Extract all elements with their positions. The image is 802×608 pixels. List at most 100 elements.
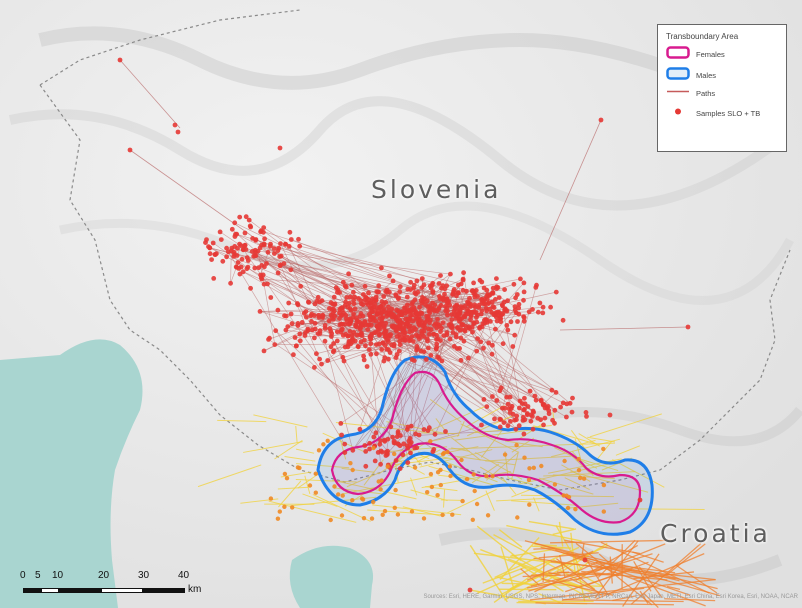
yellow-path	[295, 425, 298, 443]
orange-path	[564, 539, 641, 555]
sample-point	[322, 323, 328, 328]
sample-point	[522, 395, 527, 401]
sample-point	[400, 325, 406, 330]
sample-point	[368, 336, 374, 342]
orange-path	[633, 571, 695, 580]
orange-path	[565, 569, 633, 593]
legend-label-paths: Paths	[696, 88, 716, 98]
sample-point	[348, 461, 353, 466]
sample-point	[411, 282, 417, 288]
sample-point	[404, 294, 410, 300]
sample-point	[582, 557, 588, 563]
sample-point	[566, 494, 572, 500]
movement-path	[270, 245, 488, 295]
legend-label-samples: Samples SLO + TB	[696, 108, 761, 118]
sample-point	[232, 251, 237, 257]
sample-point	[468, 317, 473, 323]
sample-point	[500, 311, 506, 316]
sample-point	[325, 438, 330, 443]
sample-point	[283, 327, 289, 333]
sample-point	[408, 423, 414, 429]
sample-point	[332, 302, 337, 307]
sample-point	[377, 441, 383, 447]
sample-point	[459, 457, 464, 463]
scale-tick-20: 20	[98, 570, 110, 581]
yellow-path	[280, 471, 312, 478]
sample-point	[398, 319, 404, 325]
sample-point	[385, 336, 391, 342]
sample-point	[438, 482, 443, 488]
sample-point	[349, 282, 355, 288]
sample-point	[521, 297, 526, 303]
sample-point	[457, 327, 463, 333]
sample-point	[397, 289, 403, 295]
sample-point	[327, 326, 333, 331]
sample-point	[484, 317, 490, 323]
sample-point	[505, 298, 510, 304]
sample-point	[367, 440, 372, 446]
sample-point	[338, 421, 344, 426]
sample-point	[376, 283, 382, 289]
movement-path	[472, 290, 520, 315]
sample-point	[378, 448, 384, 454]
sample-point	[252, 265, 258, 271]
sample-point	[415, 289, 421, 295]
sample-point	[337, 316, 342, 321]
sample-point	[353, 321, 359, 327]
yellow-path	[304, 475, 311, 494]
sample-point	[471, 320, 477, 326]
sample-point	[440, 512, 445, 518]
yellow-path	[274, 440, 303, 460]
sample-point	[601, 509, 606, 514]
movement-path	[416, 280, 423, 298]
sample-point	[385, 464, 390, 469]
sample-point	[607, 412, 613, 418]
sample-point	[479, 308, 485, 313]
sample-point	[278, 262, 283, 268]
sample-point	[387, 273, 392, 279]
movement-path	[231, 247, 416, 295]
yellow-path	[533, 497, 540, 512]
yellow-path	[485, 455, 571, 462]
sample-point	[393, 355, 399, 360]
yellow-path	[372, 504, 462, 516]
sample-point	[538, 417, 543, 423]
scale-tick-30: 30	[138, 570, 150, 581]
sample-point	[351, 330, 357, 335]
sample-point	[470, 329, 475, 335]
orange-path	[639, 590, 649, 604]
sample-point	[440, 451, 446, 457]
sample-point	[425, 345, 431, 351]
orange-path	[556, 571, 620, 577]
sample-point	[435, 354, 440, 360]
sample-point	[453, 332, 459, 337]
sample-point	[210, 240, 216, 246]
sample-point	[548, 304, 553, 310]
adriatic-sea	[0, 339, 143, 608]
sample-point	[275, 270, 281, 276]
yellow-path	[410, 489, 448, 502]
sample-point	[228, 280, 234, 286]
sample-point	[517, 405, 522, 411]
sample-point	[340, 279, 346, 285]
sample-point	[204, 237, 209, 243]
sample-point	[348, 319, 353, 325]
sample-point	[498, 319, 504, 325]
sample-point	[237, 241, 243, 247]
sample-point	[431, 331, 436, 337]
sample-point	[374, 289, 380, 294]
orange-path	[562, 599, 684, 603]
sample-point	[601, 482, 607, 488]
sample-point	[319, 361, 324, 367]
sample-point	[261, 241, 267, 247]
yellow-path	[518, 563, 564, 592]
sample-point	[453, 305, 459, 311]
sample-point	[290, 505, 295, 510]
sample-point	[414, 347, 419, 353]
sample-point	[436, 306, 442, 312]
sample-point	[305, 326, 311, 332]
sample-point	[435, 493, 440, 498]
path-line-swatch	[666, 86, 690, 100]
sample-point	[521, 314, 526, 319]
